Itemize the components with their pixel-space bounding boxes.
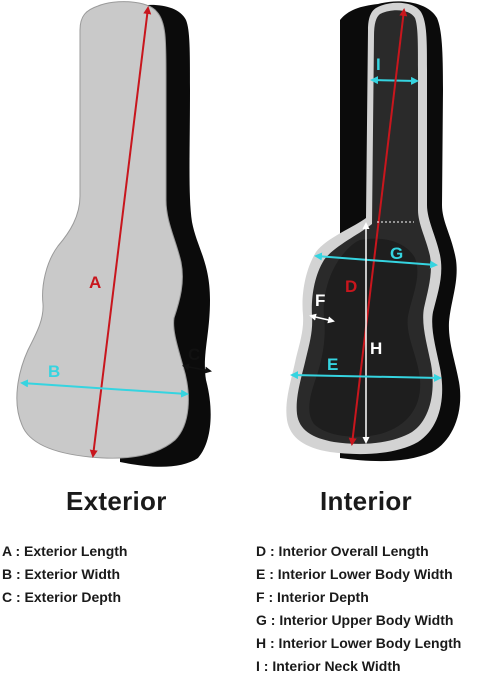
legend-item-e: E : Interior Lower Body Width	[256, 566, 453, 582]
exterior-width-arrow	[20, 379, 189, 398]
legend-item-a: A : Exterior Length	[2, 543, 128, 559]
interior-neck-width-arrow	[370, 76, 419, 85]
exterior-case	[16, 1, 211, 467]
label-c: C	[188, 345, 200, 364]
legend-exterior: A : Exterior Length B : Exterior Width C…	[2, 540, 128, 609]
heading-exterior: Exterior	[66, 486, 167, 516]
legend-item-f: F : Interior Depth	[256, 589, 369, 605]
label-a: A	[89, 273, 101, 292]
label-g: G	[390, 244, 403, 263]
legend-item-h: H : Interior Lower Body Length	[256, 635, 462, 651]
interior-upper-body-width-arrow	[314, 252, 438, 269]
legend-item-b: B : Exterior Width	[2, 566, 121, 582]
label-i: I	[376, 55, 381, 74]
label-d: D	[345, 277, 357, 296]
legend-item-d: D : Interior Overall Length	[256, 543, 429, 559]
interior-case	[286, 1, 461, 462]
label-b: B	[48, 362, 60, 381]
label-f: F	[315, 291, 325, 310]
legend-item-i: I : Interior Neck Width	[256, 658, 401, 674]
exterior-depth-arrow	[182, 363, 212, 374]
label-e: E	[327, 355, 338, 374]
legend-interior: D : Interior Overall Length E : Interior…	[256, 540, 461, 678]
interior-lower-body-width-arrow	[290, 371, 442, 382]
legend-item-g: G : Interior Upper Body Width	[256, 612, 454, 628]
interior-depth-arrow	[309, 313, 335, 324]
legend-item-c: C : Exterior Depth	[2, 589, 122, 605]
exterior-case-front	[16, 1, 189, 459]
label-h: H	[370, 339, 382, 358]
heading-interior: Interior	[320, 486, 412, 516]
